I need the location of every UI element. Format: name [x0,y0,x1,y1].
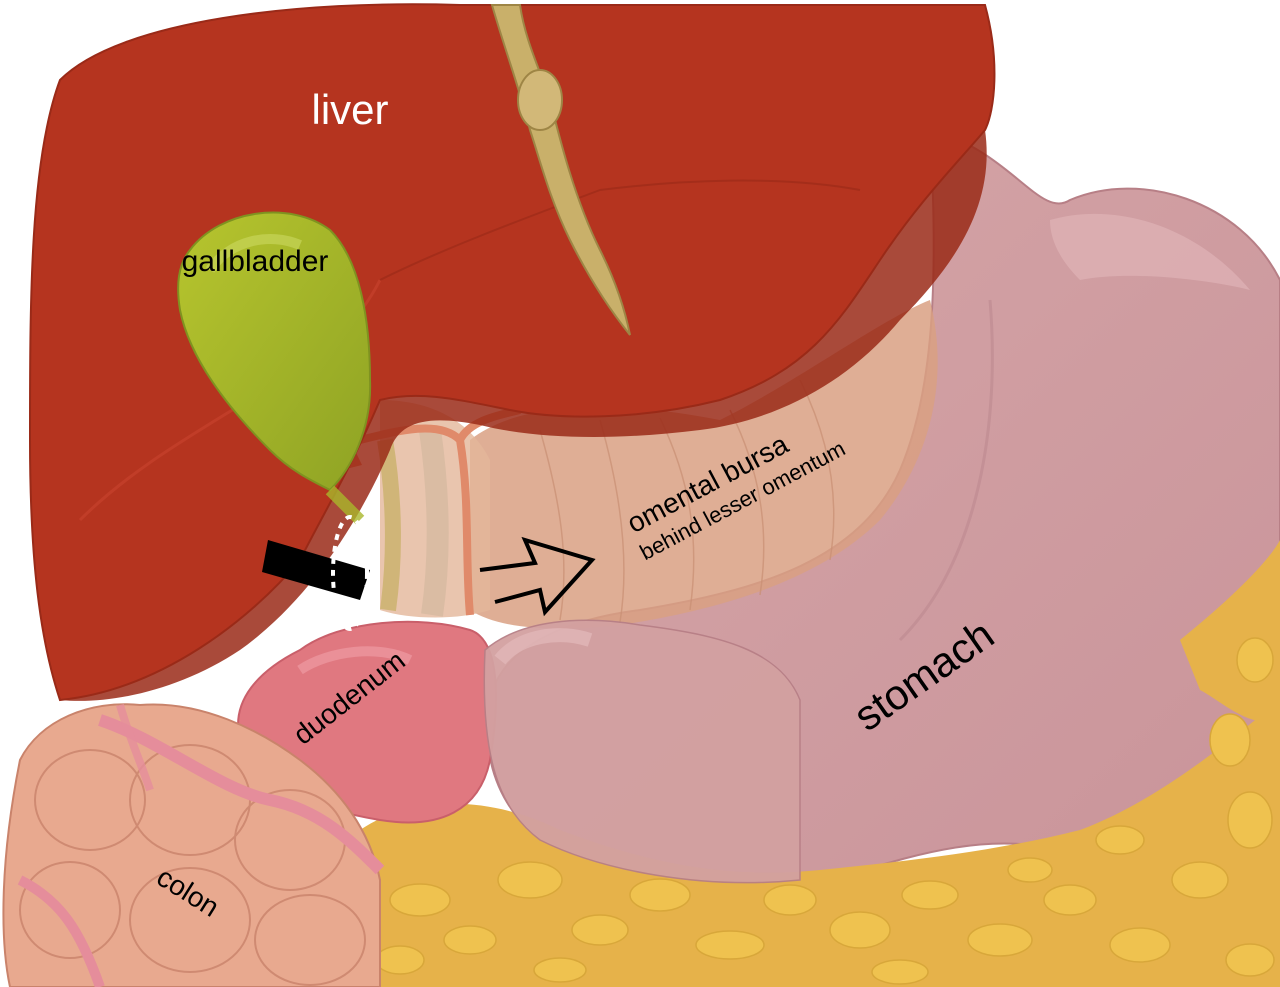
probe-bar-icon [262,540,370,600]
pylorus [483,619,801,884]
stomach-highlight [1050,213,1250,290]
liver-label: liver [311,86,388,133]
colon [2,703,385,987]
round-ligament-node [517,69,563,131]
gallbladder [177,211,372,525]
stomach-fold [898,299,994,642]
direction-arrow-icon [479,536,596,617]
gallbladder-label: gallbladder [182,245,329,278]
liver-lower-shadow [60,130,987,701]
colon-taenia [98,714,385,875]
liver-shape [28,3,996,702]
liver [28,3,996,702]
gallbladder-shape [177,211,372,492]
hepatoduodenal-ligament [342,400,521,618]
lesser-omentum-striations [539,379,835,623]
common-bile-duct [377,438,401,612]
portal-vein [419,428,449,617]
cystic-duct [325,485,365,525]
greater-omentum-fat [360,540,1280,987]
colon-shape [2,703,381,987]
omental-foramen-marker-icon [331,515,369,631]
